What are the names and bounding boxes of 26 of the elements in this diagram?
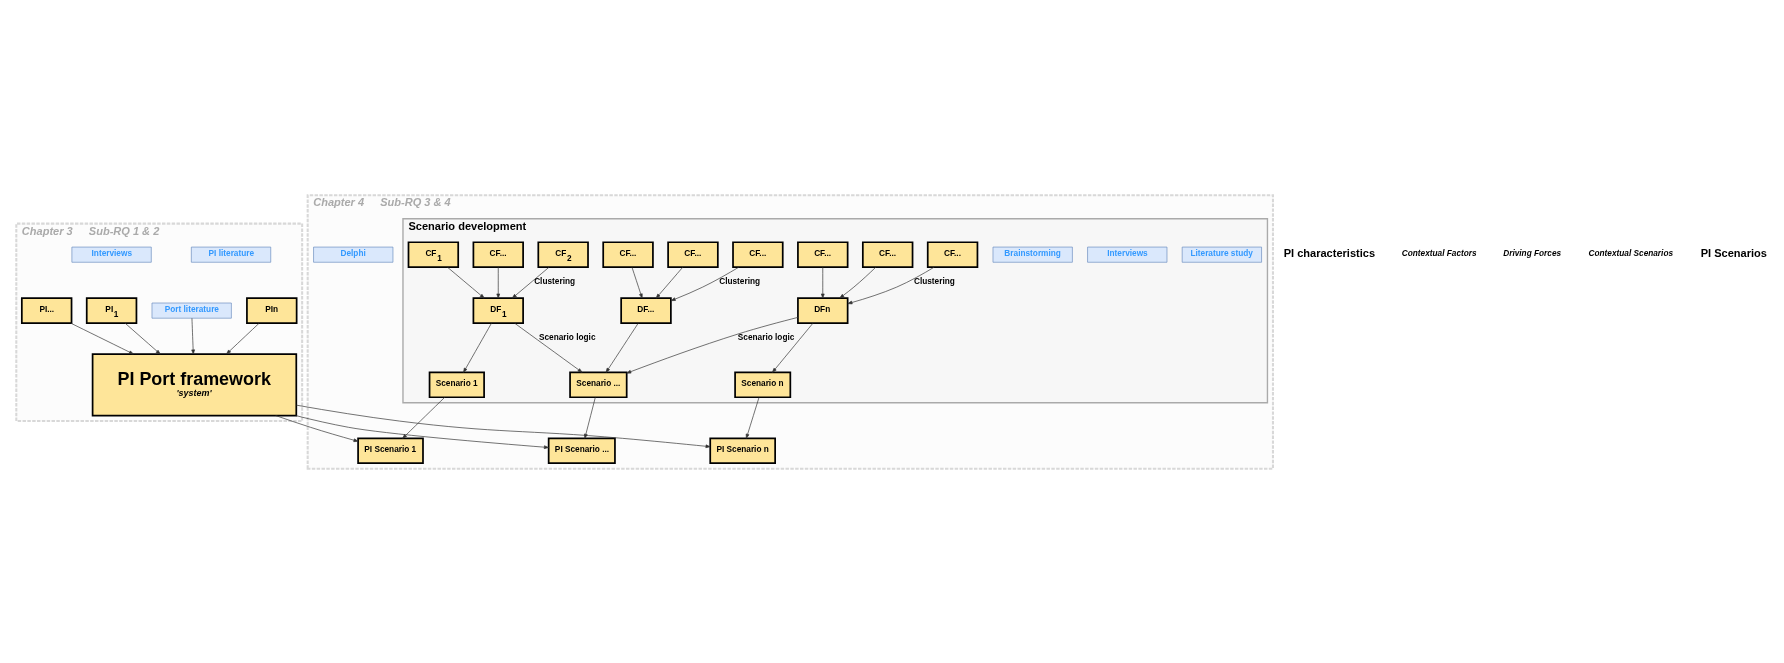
arrow xyxy=(447,266,485,298)
arrow xyxy=(821,266,825,298)
arrow xyxy=(670,266,740,301)
arrow xyxy=(847,266,935,304)
arrow xyxy=(463,322,492,373)
arrow xyxy=(511,266,550,298)
arrow xyxy=(626,316,799,374)
arrow xyxy=(514,322,583,373)
arrow xyxy=(226,322,260,354)
arrow xyxy=(839,266,877,298)
arrow xyxy=(124,322,161,354)
arrow xyxy=(295,414,549,449)
arrow xyxy=(605,322,639,373)
arrow xyxy=(584,396,596,439)
arrow xyxy=(402,396,445,439)
label: PI characteristics xyxy=(1283,246,1376,259)
arrow xyxy=(772,322,814,373)
arrow xyxy=(296,404,711,448)
arrow xyxy=(745,396,760,439)
arrow xyxy=(70,322,134,354)
arrow xyxy=(191,317,195,354)
arrow xyxy=(275,414,359,442)
arrow xyxy=(631,266,643,298)
label: PI Scenarios xyxy=(1700,246,1767,259)
arrow xyxy=(655,266,684,298)
arrow xyxy=(496,266,501,298)
